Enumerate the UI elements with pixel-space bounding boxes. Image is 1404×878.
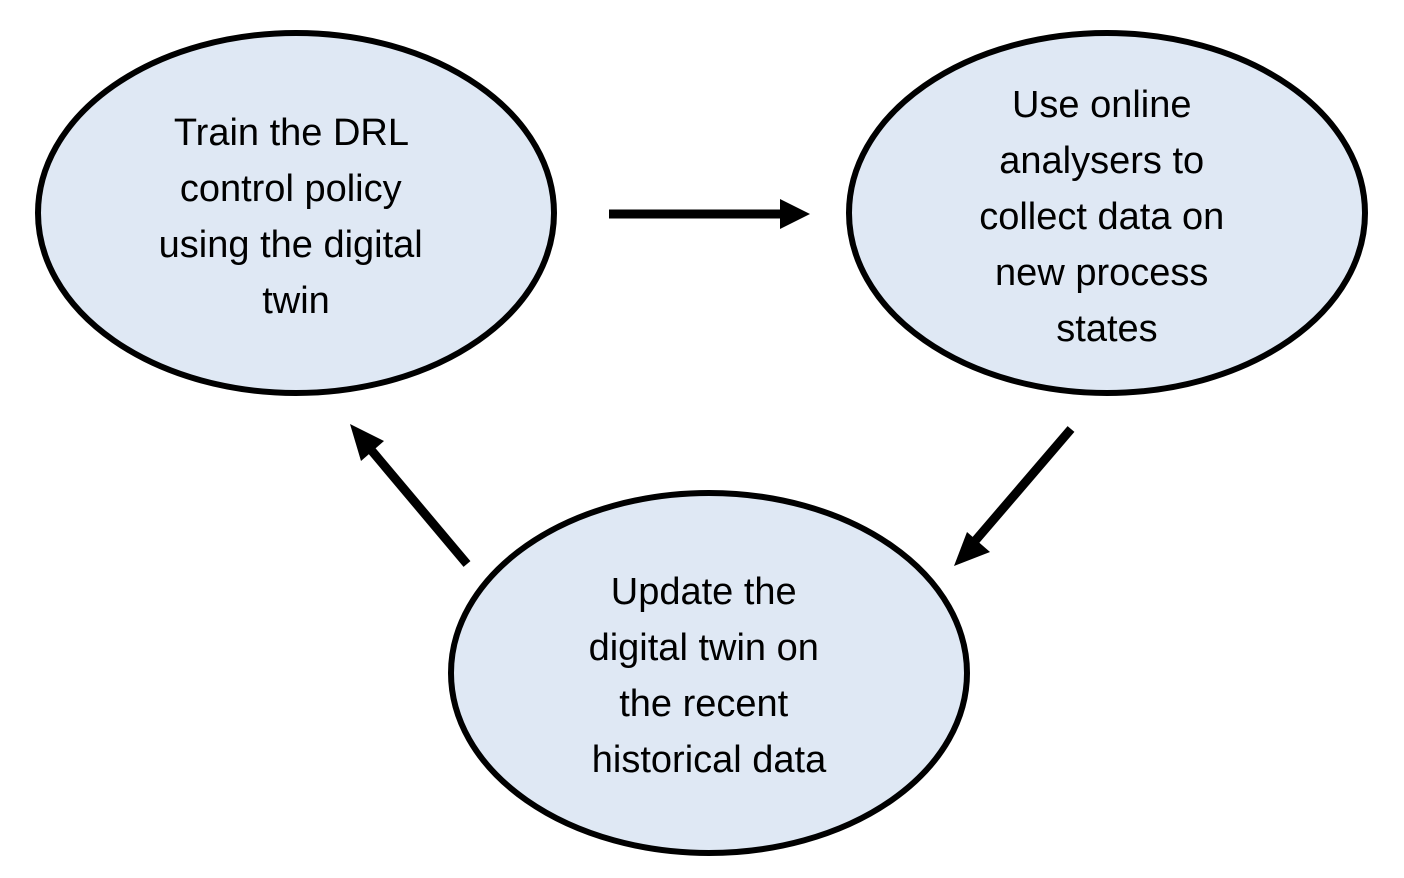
node-collect-shape <box>846 30 1368 396</box>
node-update-line-3: the recent <box>619 683 788 725</box>
node-collect-line-4: new process <box>995 252 1208 294</box>
edge-update-to-train <box>350 424 471 567</box>
node-update-shape <box>448 490 970 856</box>
edge-collect-to-update <box>954 426 1075 566</box>
node-train-line-4: twin <box>262 280 330 322</box>
arrow-update-to-train-shaft <box>368 448 471 567</box>
node-train-label: Train the DRL control policy using the d… <box>159 112 434 322</box>
node-update-line-2: digital twin on <box>589 627 819 669</box>
node-update-label: Update the digital twin on the recent hi… <box>589 571 830 781</box>
node-train-line-2: control policy <box>180 168 402 210</box>
node-train: Train the DRL control policy using the d… <box>35 30 557 396</box>
node-train-shape <box>35 30 557 396</box>
arrow-train-to-collect-head <box>780 199 810 229</box>
edge-train-to-collect <box>609 199 810 229</box>
arrow-update-to-train-head <box>350 424 384 461</box>
node-update-line-1: Update the <box>611 571 797 613</box>
node-train-line-3: using the digital <box>159 224 423 266</box>
node-collect-label: Use online analysers to collect data on … <box>979 84 1235 350</box>
node-collect-line-5: states <box>1056 308 1157 350</box>
arrow-collect-to-update-shaft <box>971 426 1075 544</box>
node-collect-line-2: analysers to <box>999 140 1204 182</box>
node-collect-line-1: Use online <box>1012 84 1192 126</box>
node-collect-line-3: collect data on <box>979 196 1224 238</box>
node-train-line-1: Train the DRL <box>174 112 408 154</box>
node-update: Update the digital twin on the recent hi… <box>448 490 970 856</box>
node-update-line-4: historical data <box>592 739 827 781</box>
node-collect: Use online analysers to collect data on … <box>846 30 1368 396</box>
arrow-collect-to-update-head <box>954 532 990 566</box>
